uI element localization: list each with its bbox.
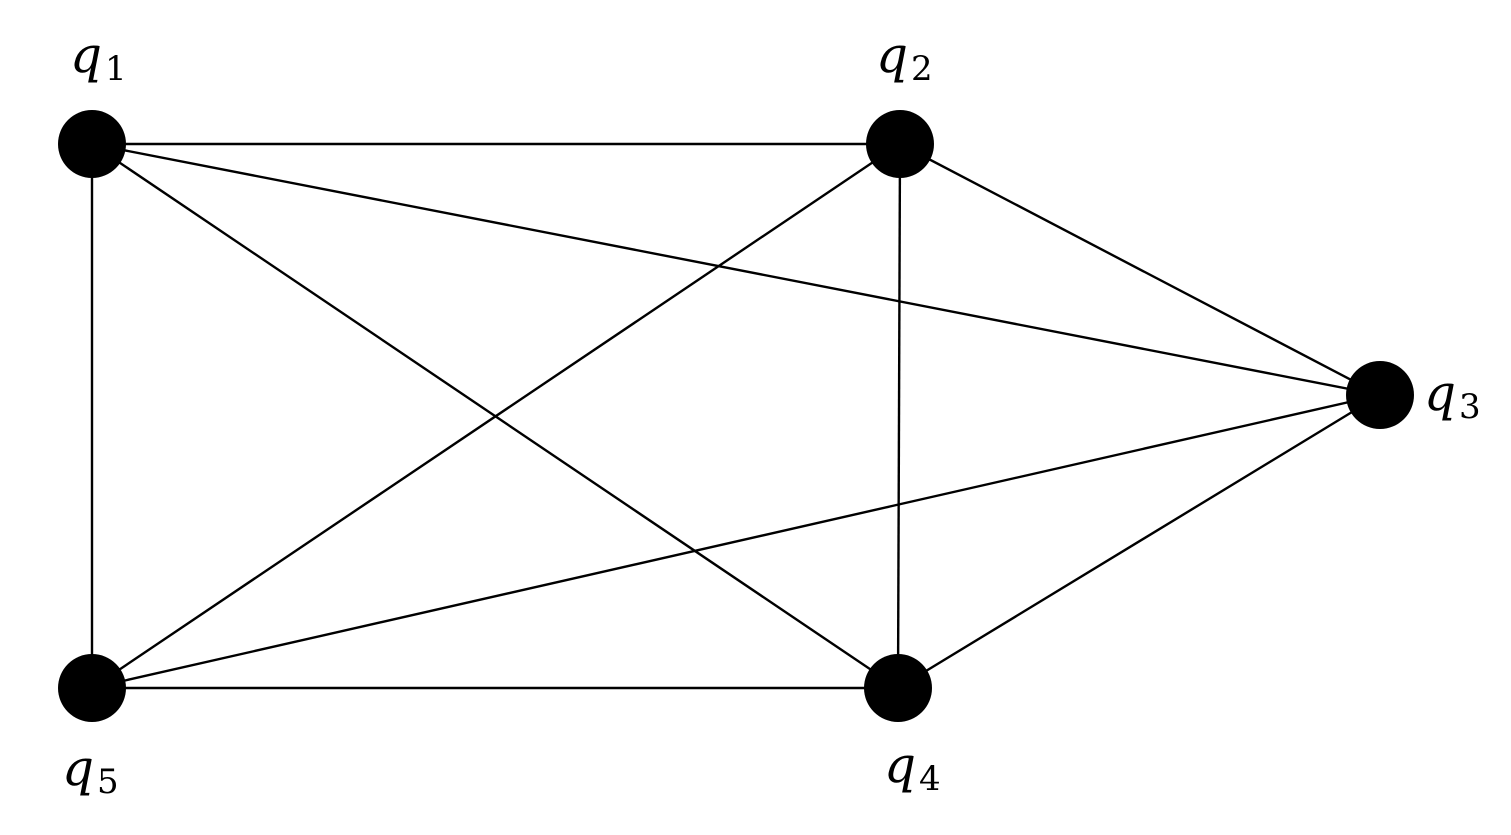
node-label-subscript: 2 (911, 49, 933, 89)
node-label-q4: q4 (884, 736, 941, 799)
edges-layer (90, 142, 1381, 690)
node-q2 (866, 110, 934, 178)
node-label-letter: q (70, 26, 102, 84)
node-q4 (864, 654, 932, 722)
node-label-subscript: 5 (97, 762, 119, 802)
node-q5 (58, 654, 126, 722)
node-label-subscript: 4 (919, 759, 941, 799)
node-label-letter: q (876, 26, 908, 84)
node-q1 (58, 110, 126, 178)
node-label-q1: q1 (70, 26, 127, 89)
node-label-q2: q2 (876, 26, 933, 89)
edge-q2-q3 (899, 142, 1381, 397)
node-label-letter: q (884, 736, 916, 794)
node-label-q5: q5 (62, 739, 119, 802)
node-q3 (1346, 361, 1414, 429)
node-label-letter: q (62, 739, 94, 797)
node-label-subscript: 3 (1459, 387, 1481, 427)
edge-q2-q4 (896, 143, 902, 689)
nodes-layer (58, 110, 1414, 722)
edge-q3-q5 (91, 393, 1381, 690)
node-label-q3: q3 (1424, 364, 1481, 427)
edge-q1-q3 (91, 142, 1381, 397)
node-label-letter: q (1424, 364, 1456, 422)
edge-q3-q4 (897, 393, 1381, 690)
node-label-subscript: 1 (105, 49, 127, 89)
edge-q2-q5 (91, 143, 901, 689)
